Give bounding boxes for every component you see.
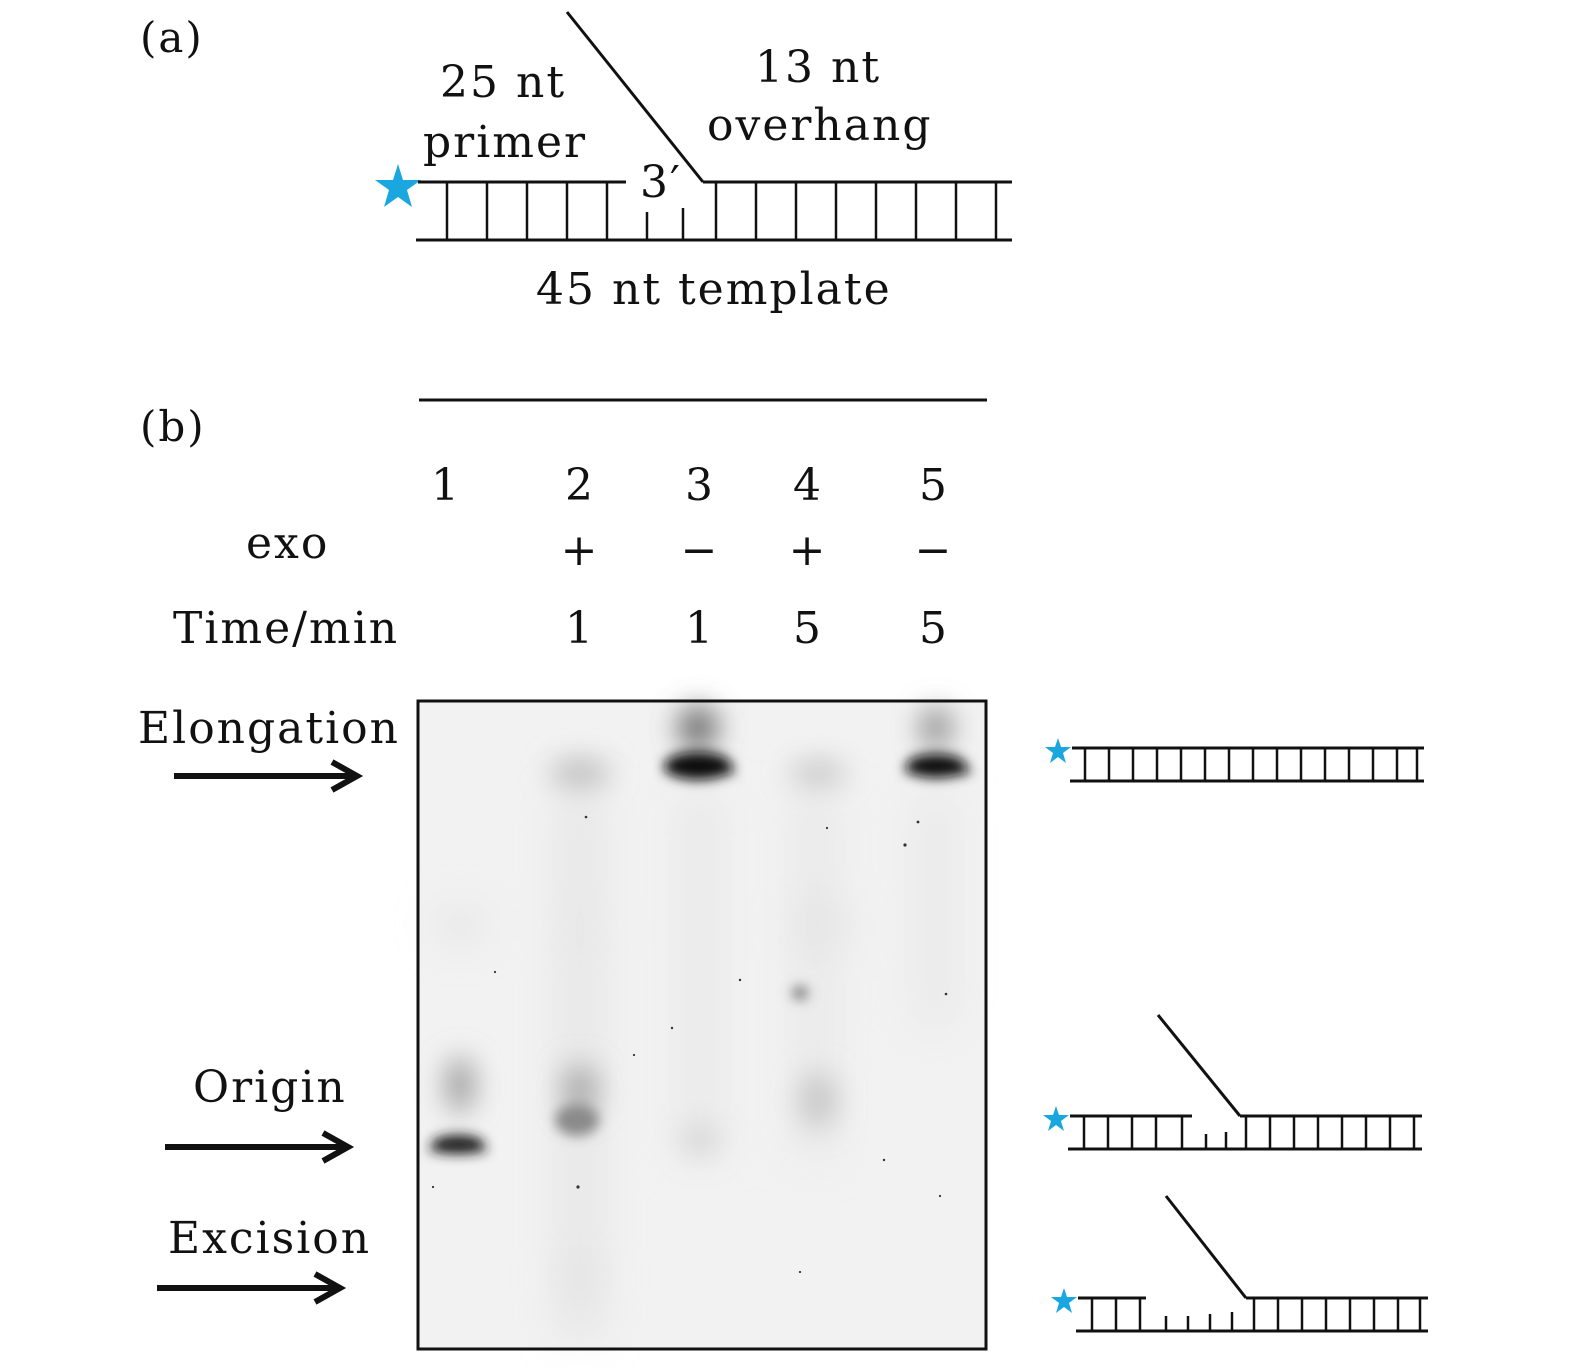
excision-arrowhead-icon — [313, 1271, 347, 1305]
overhang-label: overhang — [707, 100, 933, 151]
panel-b-label: (b) — [140, 402, 206, 451]
exo-value-4: + — [789, 525, 828, 576]
excision-product-schematic — [1051, 1195, 1428, 1333]
fluorophore-star-icon — [375, 164, 421, 207]
fluorophore-star-icon — [1051, 1288, 1077, 1313]
gel-image — [416, 699, 988, 1351]
exo-label: exo — [246, 518, 329, 569]
fluorophore-star-icon — [1045, 738, 1071, 763]
primer-template-duplex — [375, 11, 1012, 242]
three-prime-label: 3′ — [640, 157, 682, 208]
panel-a: (a) 25 nt primer 13 nt overhang 3′ 45 nt… — [140, 11, 1012, 315]
time-value-4: 5 — [793, 603, 823, 654]
time-value-3: 1 — [685, 603, 715, 654]
template-label: 45 nt template — [536, 264, 892, 315]
elongation-product-schematic — [1045, 738, 1424, 783]
time-value-2: 1 — [565, 603, 595, 654]
base-pair-rungs — [445, 182, 998, 240]
elongation-label: Elongation — [138, 703, 400, 754]
primer-length-label: 25 nt — [440, 57, 566, 108]
overhang-strand — [565, 11, 705, 183]
origin-substrate-schematic — [1043, 1014, 1422, 1151]
fluorophore-star-icon — [1043, 1106, 1069, 1131]
lane-numbers: 1 2 3 4 5 — [431, 460, 949, 511]
time-values: 1 1 5 5 — [565, 603, 949, 654]
time-value-5: 5 — [919, 603, 949, 654]
time-label: Time/min — [173, 603, 399, 654]
exo-value-2: + — [561, 525, 600, 576]
elongation-marker: Elongation — [138, 703, 400, 793]
gel-border — [416, 699, 988, 1351]
origin-marker: Origin — [165, 1062, 355, 1164]
exo-values: + − + − — [561, 525, 954, 576]
lane-number-2: 2 — [565, 460, 595, 511]
lane-number-1: 1 — [431, 460, 461, 511]
origin-arrowhead-icon — [321, 1130, 355, 1164]
panel-a-label: (a) — [140, 13, 204, 62]
exo-value-3: − — [681, 525, 720, 576]
primer-label: primer — [423, 117, 587, 168]
overhang-length-label: 13 nt — [755, 42, 881, 93]
elongation-arrowhead-icon — [330, 759, 364, 793]
lane-number-5: 5 — [919, 460, 949, 511]
excision-label: Excision — [168, 1213, 371, 1264]
exo-value-5: − — [915, 525, 954, 576]
lane-number-4: 4 — [793, 460, 823, 511]
excision-marker: Excision — [157, 1213, 371, 1305]
panel-b: (b) 1 2 3 4 5 exo + − + − Time/min 1 1 5… — [138, 398, 1428, 1351]
lane-number-3: 3 — [685, 460, 715, 511]
origin-label: Origin — [193, 1062, 347, 1113]
